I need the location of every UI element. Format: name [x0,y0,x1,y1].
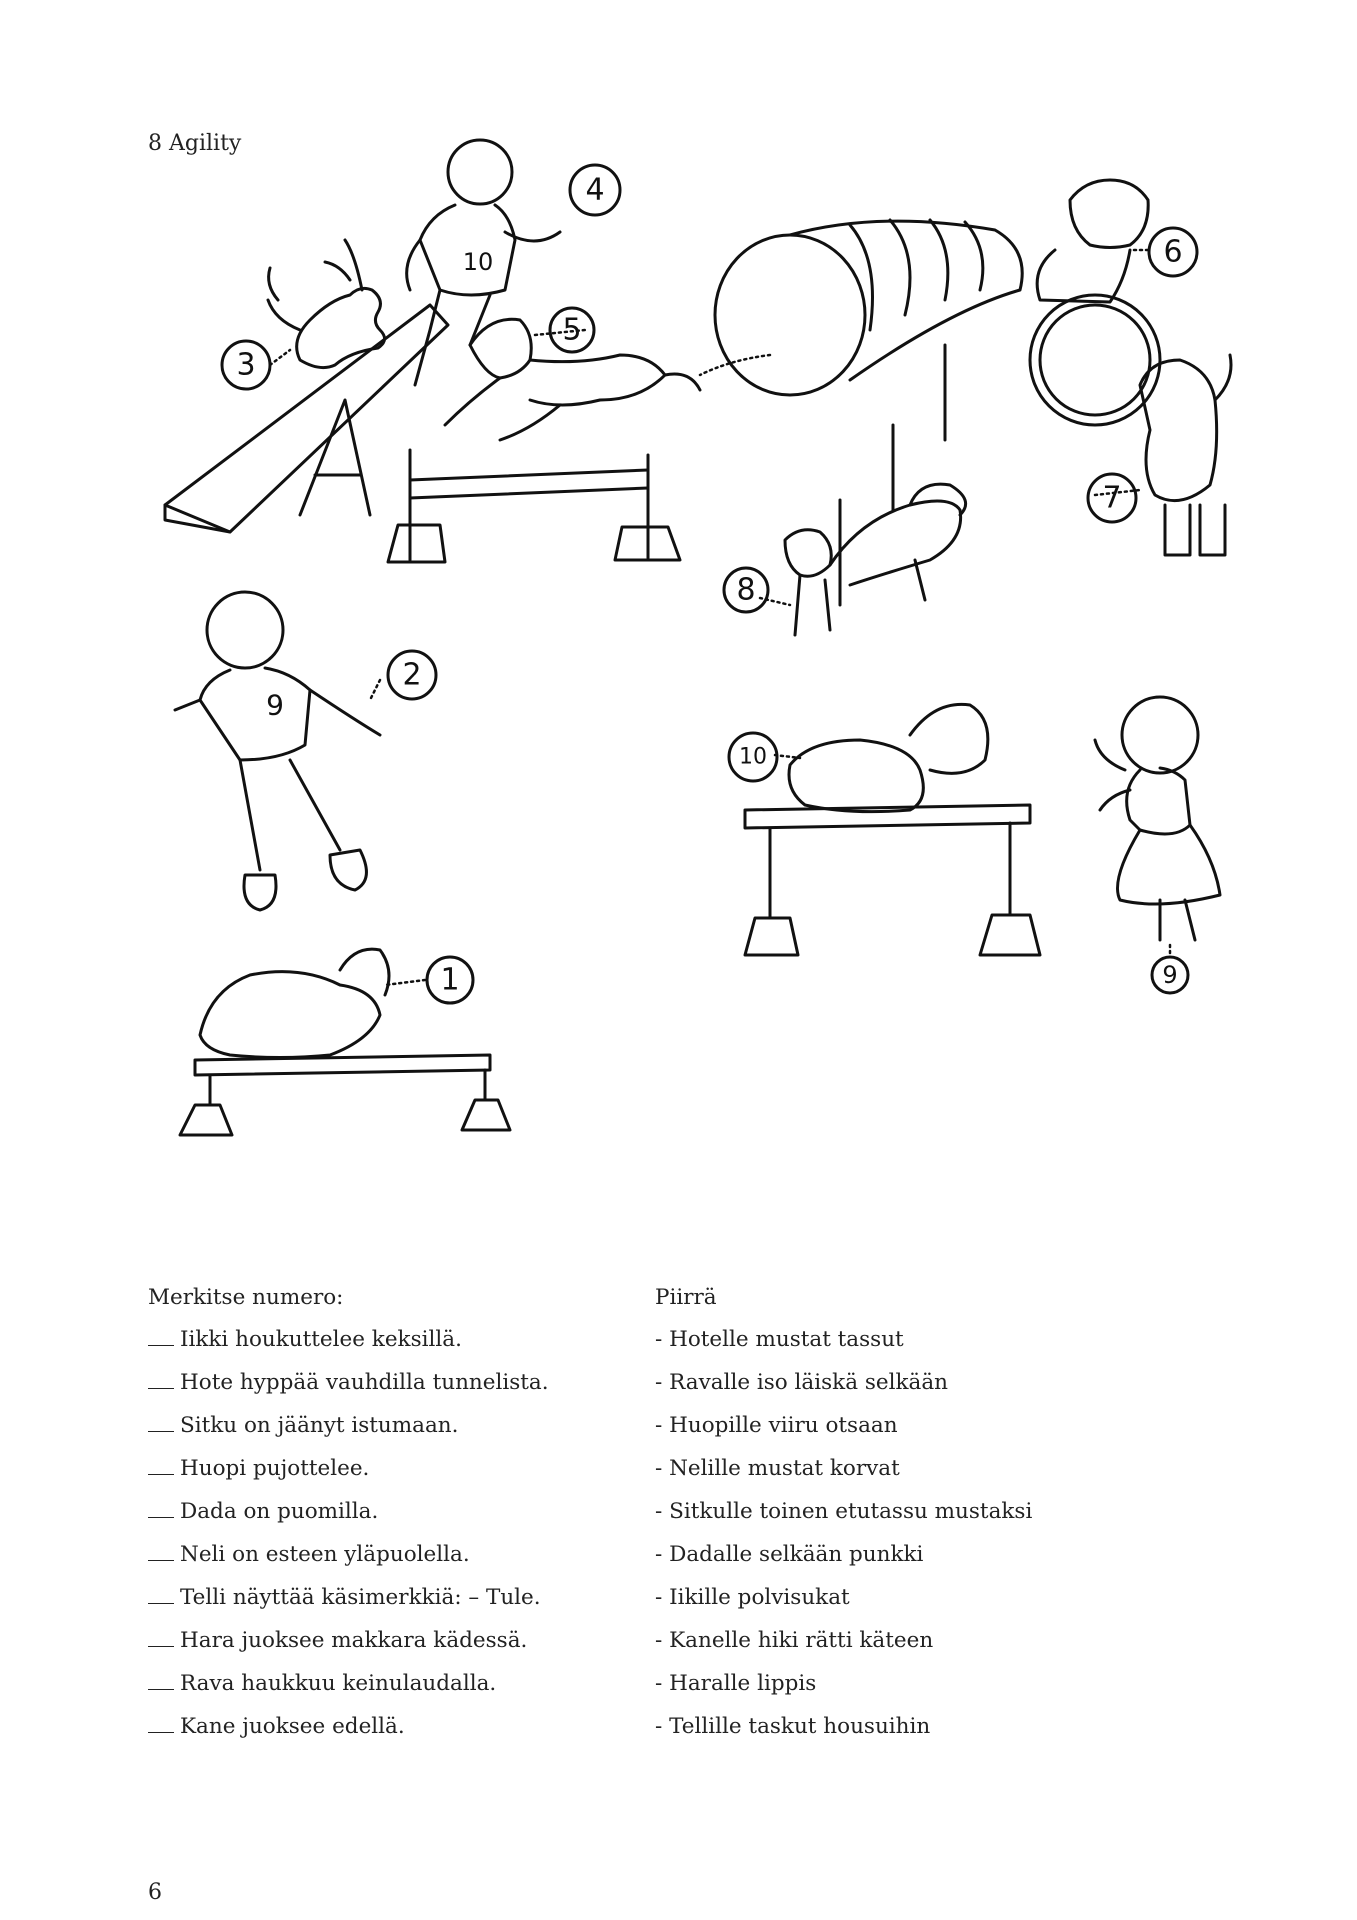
svg-text:5: 5 [562,313,581,348]
agility-illustration: 10 [163,138,1233,1137]
answer-blank[interactable] [148,1325,174,1346]
draw-item: - Haralle lippis [655,1671,817,1696]
answer-blank[interactable] [148,1497,174,1518]
dog-10-drawing [787,702,990,814]
number-label-9: 9 [1150,955,1190,995]
draw-item: - Nelille mustat korvat [655,1456,900,1481]
dog-3-drawing [266,238,386,370]
task-item: Rava haukkuu keinulaudalla. [148,1669,549,1699]
task-item: Huopi pujottelee. [148,1454,549,1484]
svg-text:9: 9 [266,689,284,722]
task-item: Hara juoksee makkara kädessä. [148,1626,549,1656]
svg-text:2: 2 [402,658,421,693]
drawing-heading: Piirrä [655,1285,717,1310]
dog-1-drawing [198,947,391,1059]
number-label-4: 4 [568,163,622,217]
draw-item: - Kanelle hiki rätti käteen [655,1628,934,1653]
task-item: Kane juoksee edellä. [148,1712,549,1742]
pug-6-drawing [1035,178,1150,304]
number-label-10: 10 [727,731,779,783]
draw-item: - Sitkulle toinen etutassu mustaksi [655,1499,1033,1524]
svg-text:3: 3 [236,348,255,383]
answer-blank[interactable] [148,1669,174,1690]
dog-5-drawing [443,317,702,442]
svg-text:10: 10 [739,745,767,770]
drawing-task: Piirrä - Hotelle mustat tassut - Ravalle… [655,1283,1032,1755]
number-label-2: 2 [386,649,438,701]
dog-walk-drawing [743,803,1042,957]
task-item: Sitku on jäänyt istumaan. [148,1411,549,1441]
page-number: 6 [148,1880,162,1905]
tunnel-drawing [698,218,1024,397]
answer-blank[interactable] [148,1368,174,1389]
number-label-8: 8 [722,566,770,614]
svg-text:7: 7 [1102,481,1121,516]
number-label-7: 7 [1086,472,1138,524]
leader-lines [268,248,1172,987]
svg-text:8: 8 [736,573,755,608]
number-label-3: 3 [220,339,272,391]
jump-hurdle-drawing [386,448,682,564]
answer-blank[interactable] [148,1583,174,1604]
girl-9-drawing [1093,695,1222,942]
svg-text:9: 9 [1162,961,1177,989]
task-item: Dada on puomilla. [148,1497,549,1527]
tire-child-7-drawing [1028,293,1233,557]
runner-2-drawing: 9 [173,590,382,912]
svg-text:10: 10 [463,248,494,276]
draw-item: - Hotelle mustat tassut [655,1327,904,1352]
runner-4-drawing: 10 [405,138,562,387]
weave-poles-drawing [838,343,947,607]
svg-text:6: 6 [1163,235,1182,270]
draw-item: - Ravalle iso läiskä selkään [655,1370,948,1395]
svg-text:4: 4 [585,173,604,208]
numbering-heading: Merkitse numero: [148,1285,344,1310]
answer-blank[interactable] [148,1454,174,1475]
draw-item: - Huopille viiru otsaan [655,1413,898,1438]
task-item: Telli näyttää käsimerkkiä: – Tule. [148,1583,549,1613]
answer-blank[interactable] [148,1540,174,1561]
draw-item: - Iikille polvisukat [655,1585,850,1610]
task-item: Iikki houkuttelee keksillä. [148,1325,549,1355]
page-title: 8 Agility [148,131,242,156]
answer-blank[interactable] [148,1626,174,1647]
answer-blank[interactable] [148,1411,174,1432]
low-bench-drawing [178,1053,512,1137]
task-item: Hote hyppää vauhdilla tunnelista. [148,1368,549,1398]
dog-8-drawing [783,482,968,637]
number-label-1: 1 [425,955,475,1005]
seesaw-drawing [163,303,450,534]
draw-item: - Tellille taskut housuihin [655,1714,931,1739]
numbering-task: Merkitse numero: Iikki houkuttelee keksi… [148,1283,549,1755]
number-label-6: 6 [1147,226,1199,278]
number-label-5: 5 [548,306,596,354]
answer-blank[interactable] [148,1712,174,1733]
draw-item: - Dadalle selkään punkki [655,1542,924,1567]
task-item: Neli on esteen yläpuolella. [148,1540,549,1570]
svg-text:1: 1 [440,963,459,998]
